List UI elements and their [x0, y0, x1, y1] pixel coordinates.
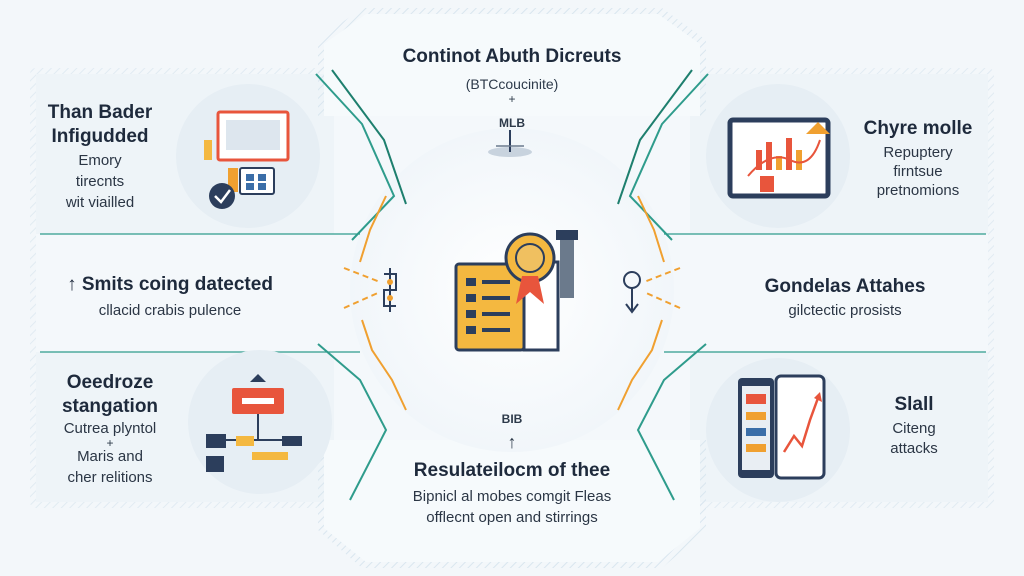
left-bottom-title-2: stangation — [61, 396, 159, 417]
certificate-icon — [454, 230, 578, 352]
left-top-title-1: Than Bader — [47, 102, 153, 123]
bottom-arrow: ↑ — [507, 432, 517, 452]
right-bottom-title: Slall — [894, 394, 934, 415]
left-bottom-line-1: Cutrea plyntol — [63, 420, 157, 437]
left-bottom-title-1: Oeedroze — [66, 372, 154, 393]
bottom-line-2: offlecnt open and stirrings — [426, 509, 598, 526]
left-mid-title: ↑ Smits coing datected — [67, 274, 273, 295]
right-bottom-line-1: Citeng — [892, 420, 936, 437]
left-bottom-line-2: Maris and — [77, 448, 143, 465]
right-top-line-2: firntsue — [893, 163, 943, 180]
left-mid-sub: cllacid crabis pulence — [98, 302, 242, 319]
signal-icon — [488, 130, 532, 157]
dollar-icon — [383, 268, 397, 312]
bottom-tag: BIB — [501, 412, 523, 426]
connector-right — [617, 69, 709, 501]
connector-left — [315, 69, 407, 501]
left-bottom-line-3: cher relitions — [67, 469, 153, 486]
right-top-line-3: pretnomions — [876, 182, 960, 199]
right-top-line-1: Repuptery — [883, 144, 953, 161]
dollar-icon — [623, 271, 641, 314]
bottom-title: Resulateilocm of thee — [413, 460, 611, 481]
monitor-chart-icon — [727, 117, 831, 199]
phone-chart-icon — [738, 374, 826, 480]
right-mid-title: Gondelas Attahes — [764, 276, 926, 297]
checklist-icon — [206, 374, 302, 472]
left-bottom-plus: + — [106, 436, 114, 450]
left-top-title-2: Infigudded — [51, 126, 149, 147]
bottom-line-1: Bipnicl al mobes comgit Fleas — [412, 488, 612, 505]
icon-circle-left-bottom — [188, 350, 332, 494]
top-tag: MLB — [499, 116, 525, 130]
right-mid-sub: gilctectic prosists — [788, 302, 902, 319]
left-top-line-3: wit viailled — [65, 194, 135, 211]
left-top-line-2: tirecnts — [75, 173, 125, 190]
right-top-title: Chyre molle — [863, 118, 973, 139]
laptop-icon — [204, 110, 290, 209]
top-title: Continot Abuth Dicreuts — [402, 46, 622, 67]
top-plus: + — [508, 92, 516, 106]
left-top-line-1: Emory — [78, 152, 122, 169]
right-bottom-line-2: attacks — [890, 440, 938, 457]
separator-lines — [40, 233, 986, 353]
top-subtitle: (BTCcoucinite) — [465, 76, 559, 92]
